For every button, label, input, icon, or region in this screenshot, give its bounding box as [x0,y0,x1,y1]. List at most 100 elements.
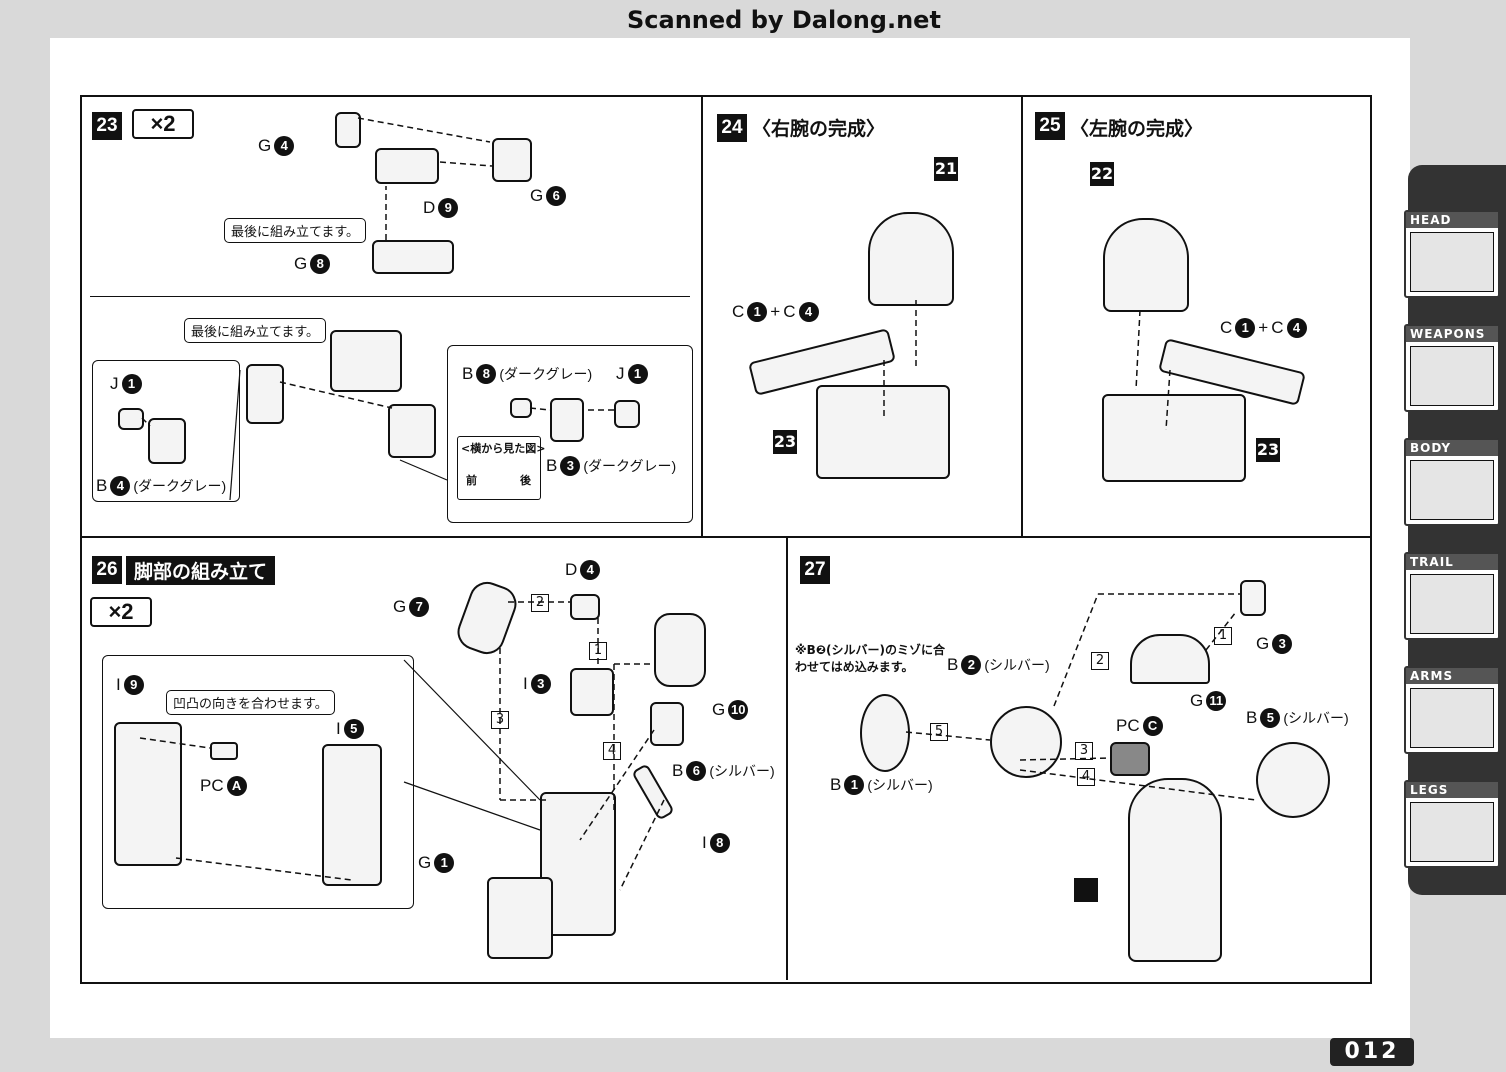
part-b3 [550,398,584,442]
seq-3-27: 3 [1075,742,1093,760]
ref-21: 21 [934,157,958,181]
part-pcc [1110,742,1150,776]
head-icon [1410,232,1494,292]
side-view-front: 前 [466,474,477,487]
legs-icon [1410,802,1494,862]
arms-icon [1410,688,1494,748]
part-g6 [492,138,532,182]
subassembly-left [92,360,240,502]
part-g8 [372,240,454,274]
seq-5-27: 5 [930,723,948,741]
part-upper-arm-left [1103,218,1189,312]
part-i5 [322,744,382,886]
part-claw-right [388,404,436,458]
part-g3 [1240,580,1266,616]
divider [786,536,788,980]
part-g10 [654,613,706,687]
ref-23-right: 23 [773,430,797,454]
step-26-number: 26 [92,556,122,584]
tab-legs[interactable]: LEGS [1404,780,1500,868]
side-view-back: 後 [520,474,531,487]
step-24-title: 〈右腕の完成〉 [752,118,886,140]
part-b1-disc [860,694,910,772]
tab-weapons[interactable]: WEAPONS [1404,324,1500,412]
divider [701,95,703,537]
watermark: Scanned by Dalong.net [627,6,941,34]
tab-arms[interactable]: ARMS [1404,666,1500,754]
trail-icon [1410,574,1494,634]
part-b5 [1256,742,1330,818]
part-upper-arm-right [868,212,954,306]
ref-23-left: 23 [1256,438,1280,462]
part-forearm-left [1102,394,1246,482]
part-b4 [148,418,186,464]
step-24-number: 24 [717,114,747,142]
step-26-title: 脚部の組み立て [126,556,276,585]
note-assemble-last-1: 最後に組み立てます。 [224,218,367,243]
note-groove: ※B❷(シルバー)のミゾに合わせてはめ込みます。 [795,643,945,674]
part-g11 [1130,634,1210,684]
divider [1021,95,1023,537]
note-assemble-last-2: 最後に組み立てます。 [184,318,327,343]
seq-4-27: 4 [1077,768,1095,786]
seq-2-27: 2 [1091,652,1109,670]
seq-4-26: 4 [603,742,621,760]
ref-22: 22 [1090,162,1114,186]
page-number: 012 [1330,1038,1414,1066]
part-assembly-23 [330,330,402,392]
step-26-multiplier: ×2 [90,597,152,627]
step-23-number: 23 [92,112,122,140]
note-align: 凹凸の向きを合わせます。 [166,690,335,715]
step-23-multiplier: ×2 [132,109,194,139]
part-claw-left [246,364,284,424]
step-27-number: 27 [800,556,830,584]
side-view-title: <横から見た図> [461,442,546,455]
part-leg-27 [1128,778,1222,962]
subassembly-leg [102,655,414,909]
subassembly-claw-detail [447,345,693,523]
weapons-icon [1410,346,1494,406]
tab-head[interactable]: HEAD [1404,210,1500,298]
ref-26 [1074,878,1098,902]
side-view-box [457,436,541,500]
part-j1b [614,400,640,428]
tab-trail[interactable]: TRAIL [1404,552,1500,640]
divider [80,536,1370,538]
seq-1-27: 1 [1214,627,1232,645]
divider [90,296,690,297]
part-b2-wheel [990,706,1062,778]
step-25-number: 25 [1035,112,1065,140]
part-g1 [487,877,553,959]
tab-body[interactable]: BODY [1404,438,1500,526]
step-25-title: 〈左腕の完成〉 [1070,118,1204,140]
part-i3 [570,668,614,716]
part-d4 [570,594,600,620]
part-forearm-right [816,385,950,479]
part-i9 [114,722,182,866]
